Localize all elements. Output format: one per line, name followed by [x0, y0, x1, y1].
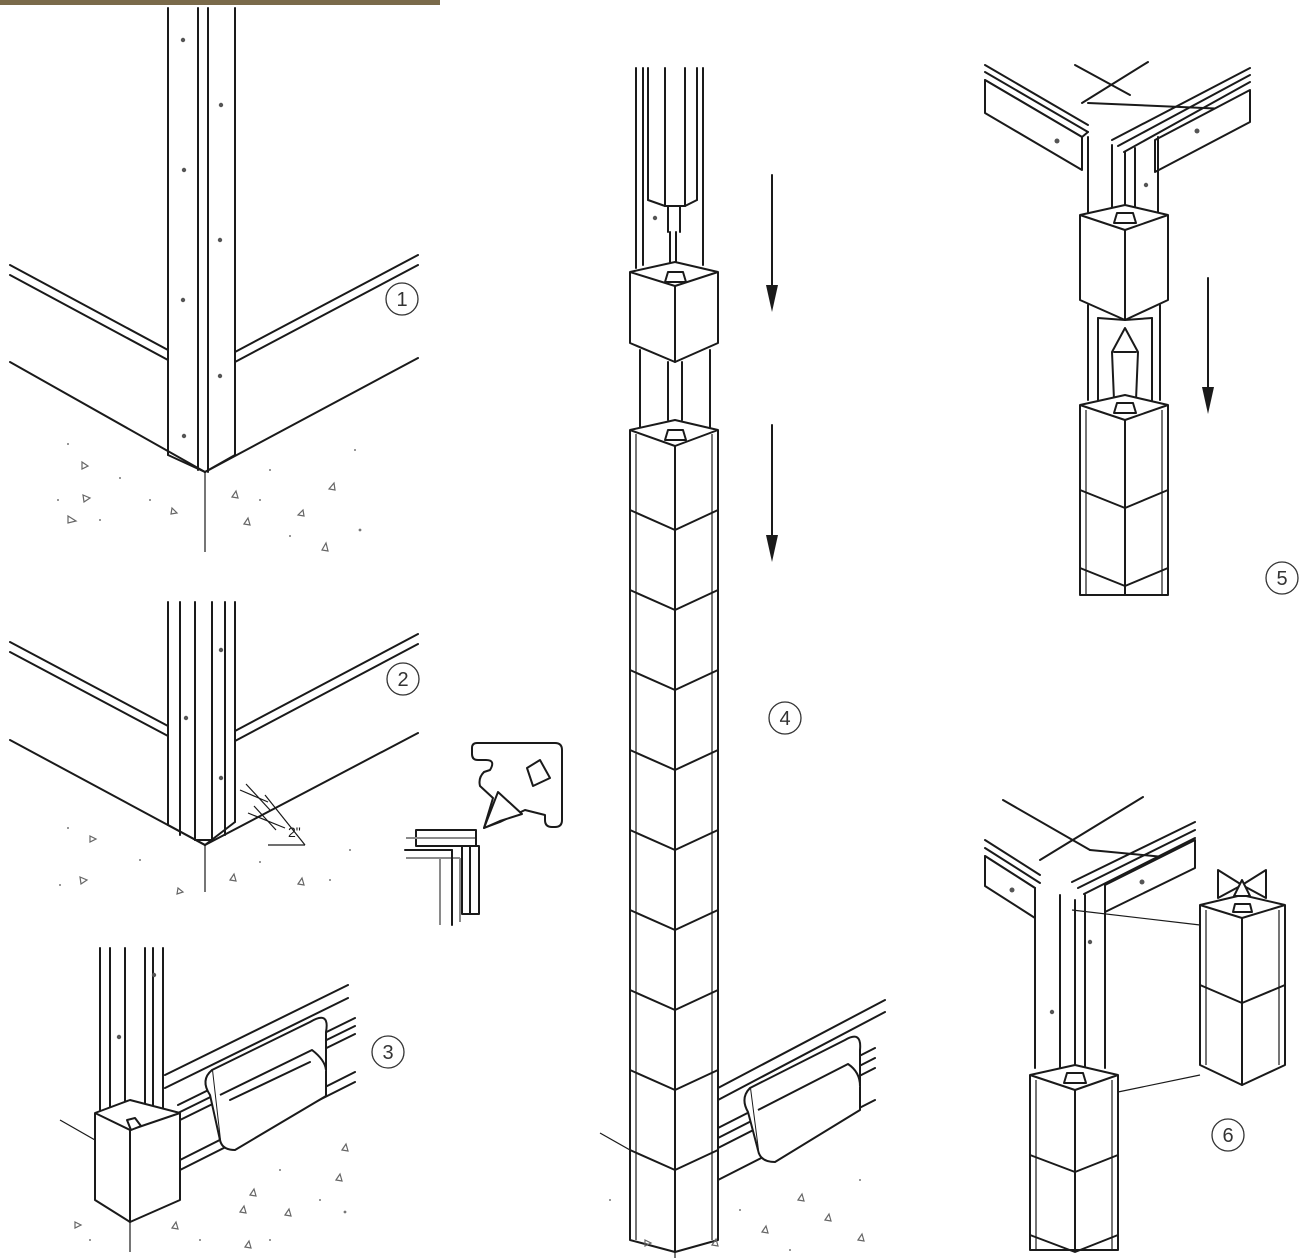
step-1-marker: 1: [385, 282, 419, 316]
step-5-marker: 5: [1265, 561, 1299, 595]
step-6-number: 6: [1222, 1125, 1233, 1147]
step-3-marker: 3: [371, 1035, 405, 1069]
step-4-number: 4: [779, 708, 790, 730]
profile-detail: [404, 742, 563, 926]
dimension-label: 2": [288, 824, 301, 840]
step-5-number: 5: [1276, 568, 1287, 590]
step-1-illustration: [9, 7, 419, 552]
step-4-illustration: [599, 67, 886, 1258]
step-2-number: 2: [397, 669, 408, 691]
step-6-marker: 6: [1211, 1118, 1245, 1152]
step-3-number: 3: [382, 1042, 393, 1064]
step-4-marker: 4: [768, 701, 802, 735]
step-2-marker: 2: [386, 662, 420, 696]
step-1-number: 1: [396, 289, 407, 311]
step-5-illustration: [984, 61, 1251, 596]
step-6-illustration: [984, 796, 1286, 1253]
header-bar-fragment: [0, 0, 440, 5]
step-3-illustration: [59, 947, 356, 1252]
step-2-illustration: 2": [9, 601, 419, 895]
